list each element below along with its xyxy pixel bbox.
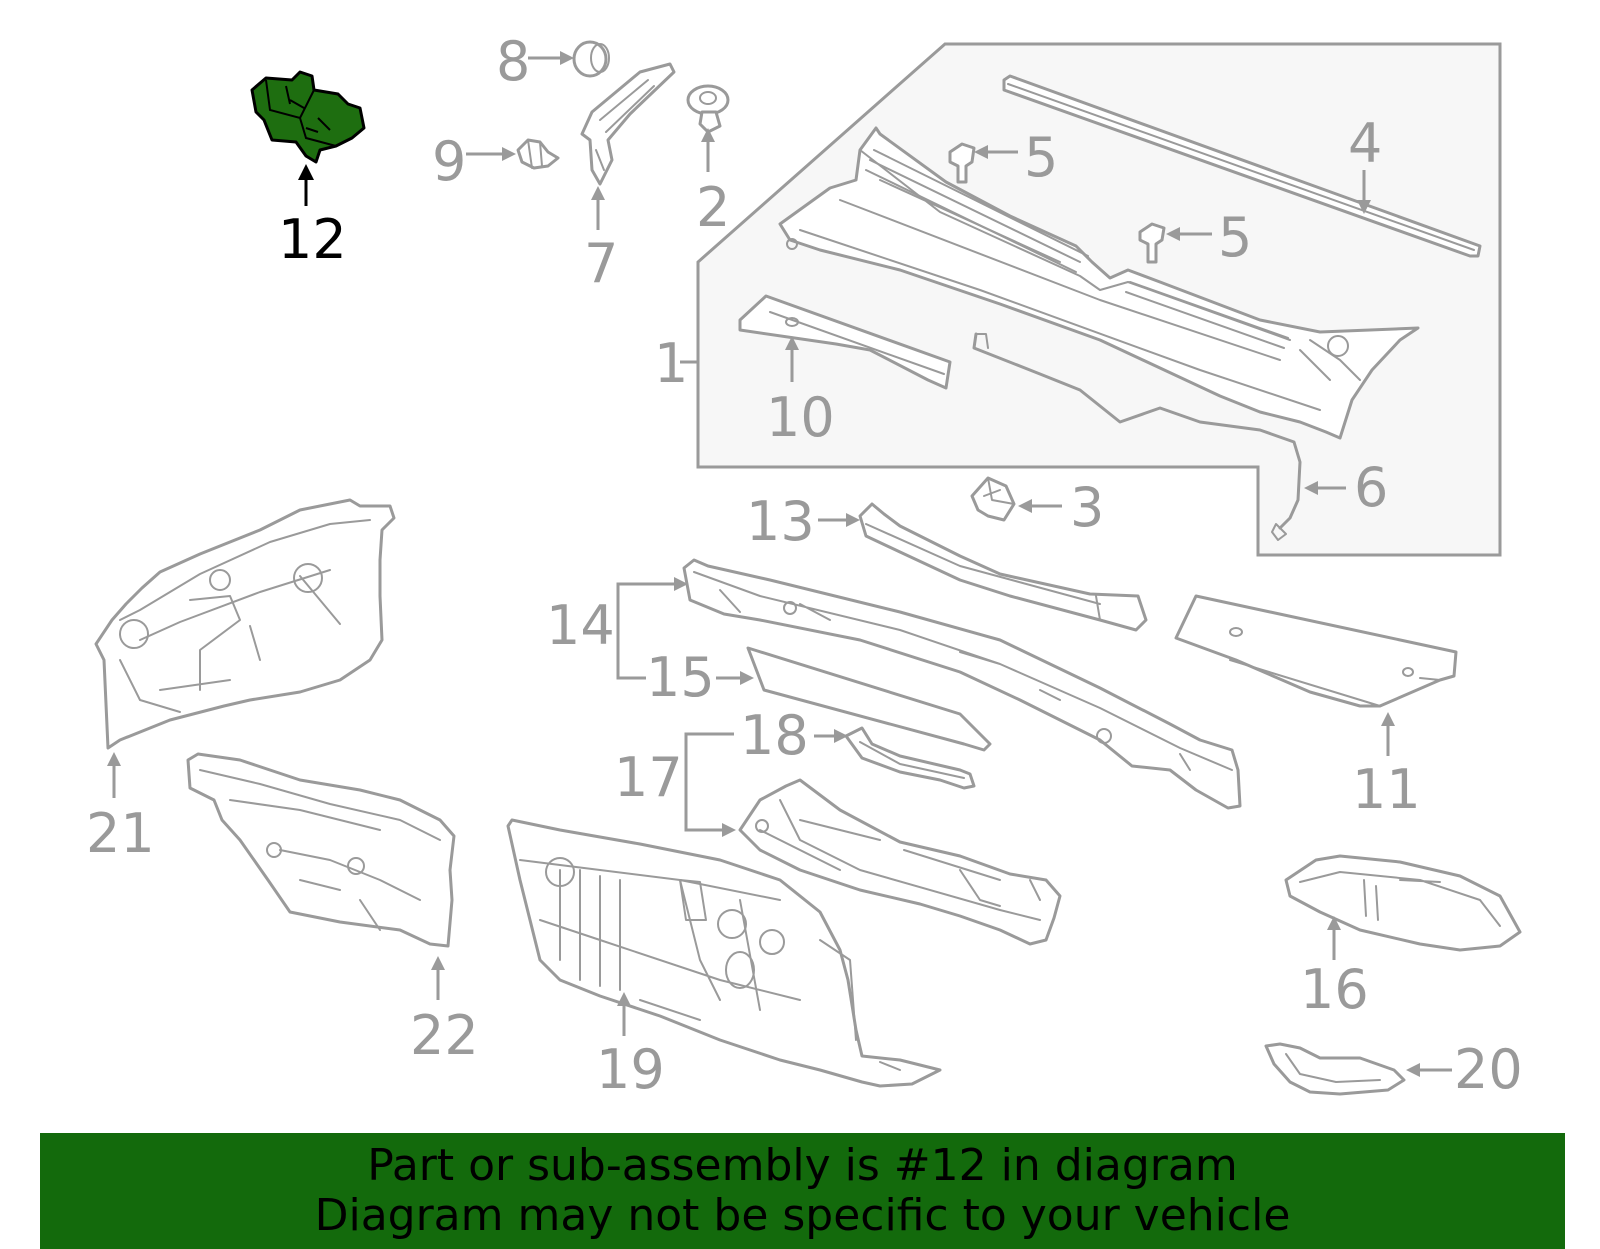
leader-17-18 — [684, 729, 848, 837]
leader-6 — [1304, 481, 1346, 495]
leader-16 — [1327, 916, 1341, 960]
callout-21: 21 — [86, 802, 155, 865]
leader-3 — [1018, 499, 1062, 513]
callout-9: 9 — [432, 130, 466, 193]
leader-10 — [785, 336, 799, 382]
leader-7 — [591, 186, 605, 230]
part-5-clip-a — [948, 142, 976, 184]
callout-11: 11 — [1352, 758, 1421, 821]
part-7-bracket — [580, 62, 676, 186]
callout-17: 17 — [614, 746, 683, 809]
part-2-push-pin — [686, 84, 730, 134]
leader-8 — [528, 51, 574, 65]
info-banner: Part or sub-assembly is #12 in diagram D… — [40, 1133, 1565, 1249]
leader-5b — [1166, 227, 1212, 241]
part-5-clip-b — [1138, 222, 1166, 264]
part-4-weatherstrip — [1002, 74, 1482, 258]
part-12-highlighted[interactable] — [250, 70, 366, 164]
callout-5b: 5 — [1218, 206, 1252, 269]
part-16-cover — [1284, 854, 1522, 952]
part-22-insulator — [186, 752, 456, 948]
leader-21 — [107, 752, 121, 798]
part-8-nut — [572, 40, 610, 78]
leader-12 — [298, 164, 314, 206]
leader-14-15 — [616, 577, 754, 685]
callout-19: 19 — [596, 1038, 665, 1101]
callout-5a: 5 — [1024, 126, 1058, 189]
callout-1: 1 — [654, 332, 688, 395]
callout-3: 3 — [1070, 476, 1104, 539]
banner-line-2: Diagram may not be specific to your vehi… — [314, 1190, 1291, 1241]
callout-8: 8 — [496, 30, 530, 93]
leader-4 — [1357, 170, 1371, 214]
callout-14: 14 — [546, 594, 615, 657]
part-15-strip — [746, 646, 992, 752]
part-11-shield — [1174, 594, 1458, 708]
callout-10: 10 — [766, 386, 835, 449]
part-19-dash-panel — [506, 818, 942, 1088]
leader-13 — [818, 513, 860, 527]
callout-18: 18 — [740, 704, 809, 767]
leader-22 — [431, 956, 445, 1000]
callout-16: 16 — [1300, 958, 1369, 1021]
part-6-hose — [972, 332, 1302, 541]
part-10-seal — [738, 294, 952, 390]
part-1-cowl-panel — [778, 126, 1420, 440]
leader-20 — [1406, 1063, 1452, 1077]
part-14-crossmember — [682, 558, 1242, 810]
banner-line-1: Part or sub-assembly is #12 in diagram — [367, 1140, 1238, 1191]
part-20-small-bracket — [1264, 1042, 1406, 1096]
callout-2: 2 — [696, 176, 730, 239]
part-18-bracket — [844, 726, 976, 790]
leader-19 — [617, 992, 631, 1036]
callout-22: 22 — [410, 1004, 479, 1067]
part-9-clip — [516, 138, 560, 170]
leader-9 — [466, 147, 516, 161]
part-21-insulator — [94, 498, 396, 750]
leader-11 — [1381, 712, 1395, 756]
part-13-bar — [858, 502, 1148, 632]
callout-20: 20 — [1454, 1038, 1523, 1101]
part-3-clip — [970, 476, 1016, 522]
leader-2 — [701, 128, 715, 172]
callout-4: 4 — [1348, 112, 1382, 175]
callout-12: 12 — [278, 208, 347, 271]
callout-13: 13 — [746, 490, 815, 553]
callout-6: 6 — [1354, 456, 1388, 519]
callout-15: 15 — [646, 646, 715, 709]
callout-7: 7 — [584, 232, 618, 295]
leader-5a — [974, 145, 1018, 159]
part-17-dash-housing — [738, 778, 1062, 946]
